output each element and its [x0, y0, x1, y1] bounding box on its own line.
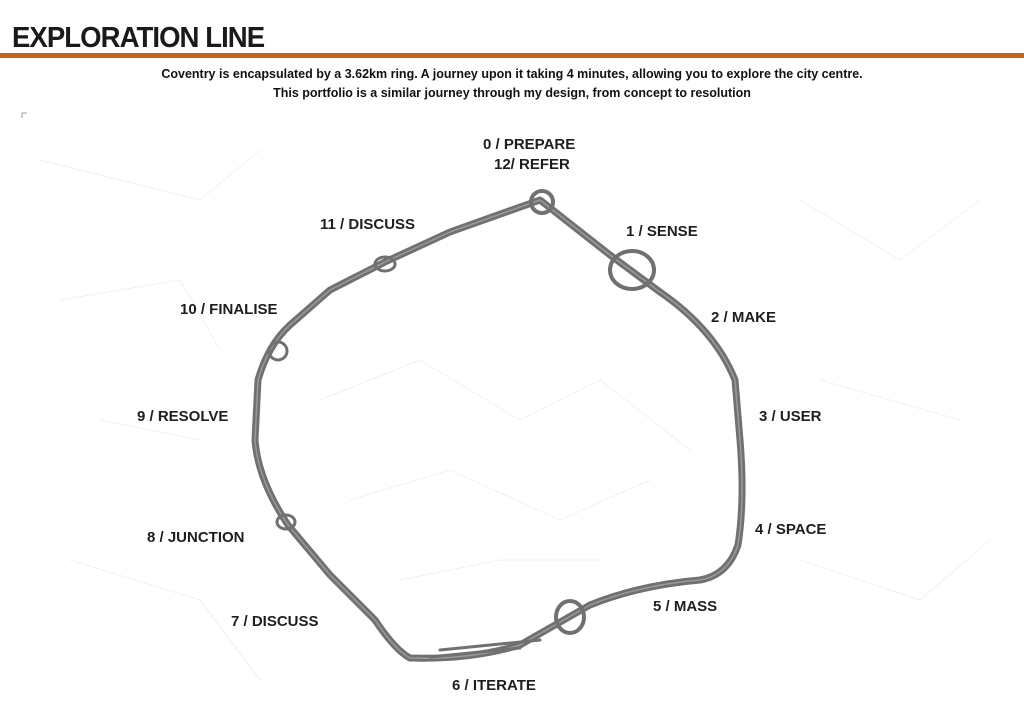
corner-mark — [21, 112, 27, 118]
roundabout — [373, 255, 397, 273]
roundabout — [608, 249, 656, 291]
stop-label-sense: 1 / SENSE — [626, 223, 698, 240]
ring-road — [251, 189, 746, 662]
stop-label-space: 4 / SPACE — [755, 521, 827, 538]
intro-line-2: This portfolio is a similar journey thro… — [273, 86, 751, 100]
roundabout — [529, 189, 555, 215]
stop-label-iterate: 6 / ITERATE — [452, 677, 536, 694]
stop-label-refer: 12/ REFER — [494, 156, 570, 173]
stop-label-finalise: 10 / FINALISE — [180, 301, 278, 318]
stop-label-resolve: 9 / RESOLVE — [137, 408, 229, 425]
stop-label-prepare: 0 / PREPARE — [483, 136, 576, 153]
roundabout — [275, 513, 297, 531]
roundabout — [267, 340, 289, 362]
street-background — [39, 149, 991, 681]
intro-line-1: Coventry is encapsulated by a 3.62km rin… — [161, 67, 863, 81]
page-title: EXPLORATION LINE — [12, 22, 265, 54]
stop-label-user: 3 / USER — [759, 408, 822, 425]
title-divider — [0, 53, 1024, 58]
stop-label-make: 2 / MAKE — [711, 309, 777, 326]
stop-label-junction: 8 / JUNCTION — [147, 529, 245, 546]
stop-label-discuss-7: 7 / DISCUSS — [231, 613, 319, 630]
stop-label-mass: 5 / MASS — [653, 598, 718, 615]
roundabout — [554, 599, 586, 635]
stop-label-discuss-11: 11 / DISCUSS — [320, 216, 416, 233]
